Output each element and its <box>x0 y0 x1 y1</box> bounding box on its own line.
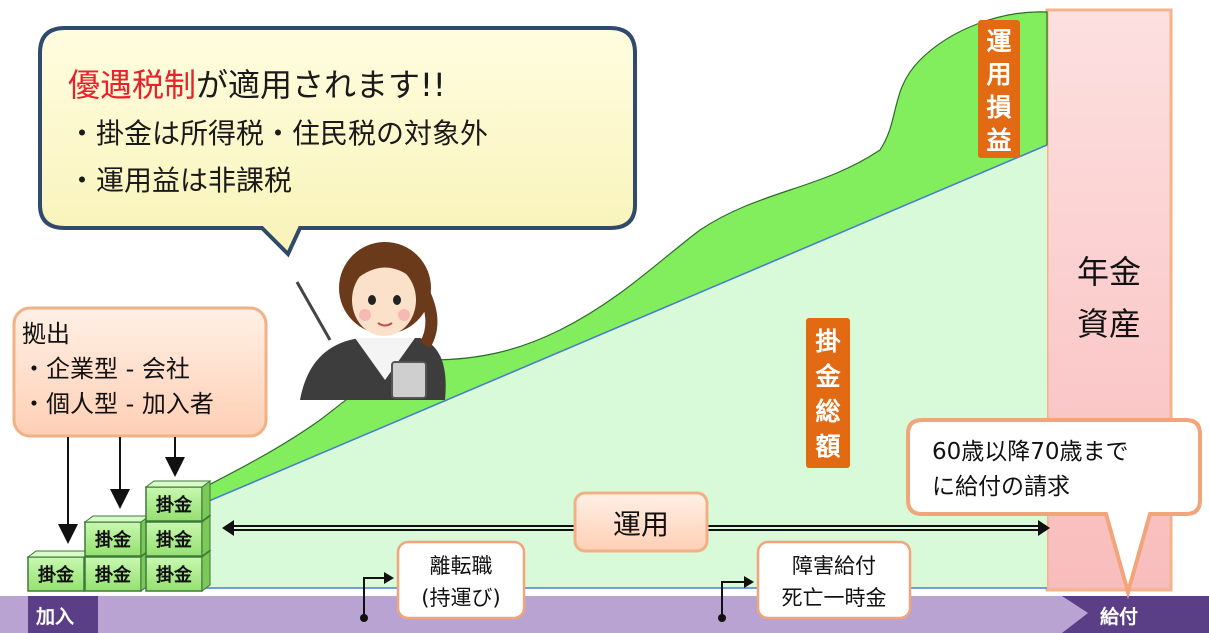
speech-bubble-title: 優遇税制が適用されます!! <box>68 66 446 104</box>
contribution-block: 掛金 <box>144 550 212 592</box>
disability-box <box>756 540 912 620</box>
contribution-block-label: 掛金 <box>156 564 193 586</box>
claim-callout-line-1: 60歳以降70歳まで <box>932 439 1129 465</box>
total-contribution-char-2: 金 <box>814 362 841 391</box>
total-contribution-tag <box>806 318 850 468</box>
tax-benefit-title-rest: が適用されます!! <box>196 66 446 104</box>
job-change-box <box>396 540 526 620</box>
contribution-block-label: 掛金 <box>95 529 132 551</box>
timeline-start-label: 加入 <box>35 606 74 628</box>
pension-assets-line-1: 年金 <box>1077 253 1141 291</box>
contribution-block-label: 掛金 <box>95 564 132 586</box>
speech-bubble-bullet-2: ・運用益は非課税 <box>68 164 292 197</box>
job-change-line-1: 離転職 <box>430 554 493 578</box>
total-contribution-area <box>70 145 1047 588</box>
contribution-block: 掛金 <box>83 550 151 592</box>
timeline-end-tab <box>1062 596 1209 633</box>
pension-assets-line-2: 資産 <box>1077 305 1141 343</box>
investment-gain-char-3: 損 <box>986 93 1011 122</box>
investment-gain-label: 運 用 損 益 <box>986 27 1011 155</box>
investment-gain-char-1: 運 <box>986 27 1011 56</box>
total-contribution-char-3: 総 <box>815 397 840 426</box>
speech-bubble <box>38 26 637 258</box>
total-contribution-label: 掛 金 総 額 <box>814 327 841 461</box>
total-contribution-char-4: 額 <box>815 432 840 461</box>
total-contribution-char-1: 掛 <box>815 327 840 356</box>
timeline-end-label: 給付 <box>1100 605 1138 628</box>
disability-marker <box>718 576 754 622</box>
investment-gain-area <box>69 11 1048 561</box>
investment-gain-tag <box>978 20 1020 158</box>
investment-gain-char-2: 用 <box>986 60 1011 89</box>
contribution-box <box>12 306 268 438</box>
tax-benefit-highlight: 優遇税制 <box>68 66 196 104</box>
contribution-block-label: 掛金 <box>156 529 193 551</box>
speech-bubble-bullet-1: ・掛金は所得税・住民税の対象外 <box>68 117 488 150</box>
investment-gain-char-4: 益 <box>986 126 1011 155</box>
contribution-title: 拠出 <box>22 320 70 348</box>
contribution-block: 掛金 <box>144 515 212 557</box>
timeline-bar <box>0 596 1098 633</box>
contribution-line-company: ・企業型 - 会社 <box>22 355 190 383</box>
contribution-line <box>69 144 1048 561</box>
disability-line-2: 死亡一時金 <box>782 586 887 610</box>
claim-callout-line-2: に給付の請求 <box>932 474 1070 500</box>
claim-callout <box>906 418 1202 600</box>
disability-line-1: 障害給付 <box>792 554 876 578</box>
contribution-block: 掛金 <box>83 515 151 557</box>
job-change-line-2: (持運び) <box>421 586 500 610</box>
contribution-block: 掛金 <box>26 550 94 592</box>
contribution-block-label: 掛金 <box>156 494 193 516</box>
contribution-line-individual: ・個人型 - 加入者 <box>22 390 214 418</box>
operation-label: 運用 <box>613 508 669 541</box>
operation-box <box>573 491 709 553</box>
contribution-block-label: 掛金 <box>38 564 75 586</box>
contribution-block: 掛金 <box>144 480 212 522</box>
presenter-illustration <box>295 242 446 400</box>
job-change-marker <box>360 572 394 622</box>
contribution-blocks: 掛金掛金掛金掛金掛金掛金 <box>26 480 212 592</box>
timeline-start-tab <box>28 596 98 633</box>
